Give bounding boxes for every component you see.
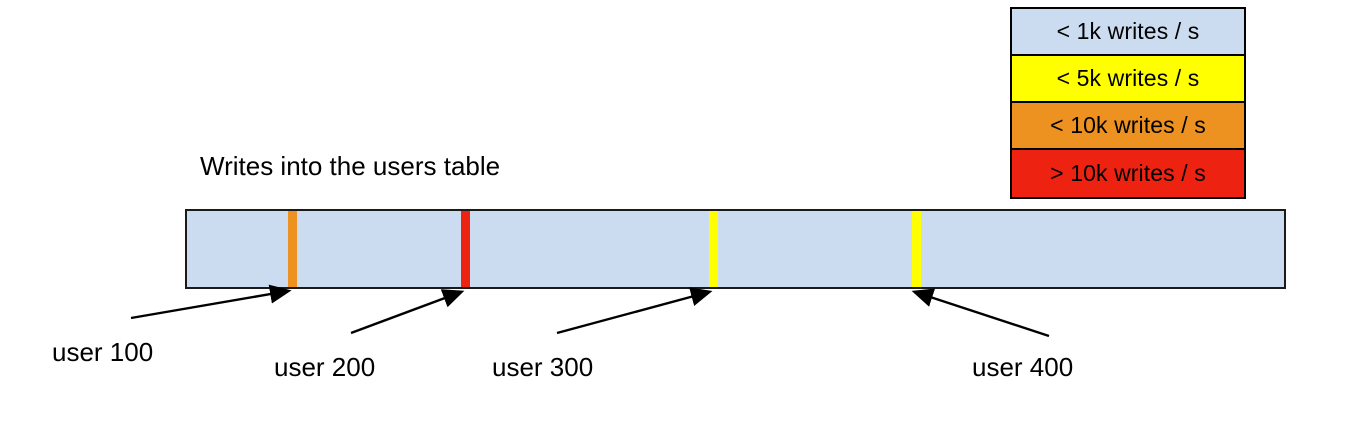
legend-label-under-1k: < 1k writes / s [1056,18,1200,44]
legend: < 1k writes / s < 5k writes / s < 10k wr… [1010,7,1246,199]
legend-row-under-1k: < 1k writes / s [1012,9,1244,56]
legend-row-under-10k: < 10k writes / s [1012,103,1244,150]
label-user-200: user 200 [274,352,376,382]
label-user-400: user 400 [972,352,1074,382]
bar-marker-user-100 [288,211,297,287]
label-user-300: user 300 [492,352,594,382]
legend-row-under-5k: < 5k writes / s [1012,56,1244,103]
users-table-bar [185,209,1286,289]
bar-marker-user-400 [912,211,921,287]
bar-marker-user-200 [461,211,470,287]
legend-label-over-10k: > 10k writes / s [1050,160,1206,186]
arrow-user-100 [130,284,292,320]
label-user-100: user 100 [52,337,154,367]
bar-marker-user-300 [709,211,718,287]
chart-title: Writes into the users table [200,151,501,181]
legend-row-over-10k: > 10k writes / s [1012,150,1244,197]
legend-label-under-10k: < 10k writes / s [1050,112,1206,138]
arrow-user-200 [350,289,465,335]
arrow-user-300 [556,287,713,335]
arrow-user-400 [911,288,1050,338]
legend-label-under-5k: < 5k writes / s [1056,65,1200,91]
